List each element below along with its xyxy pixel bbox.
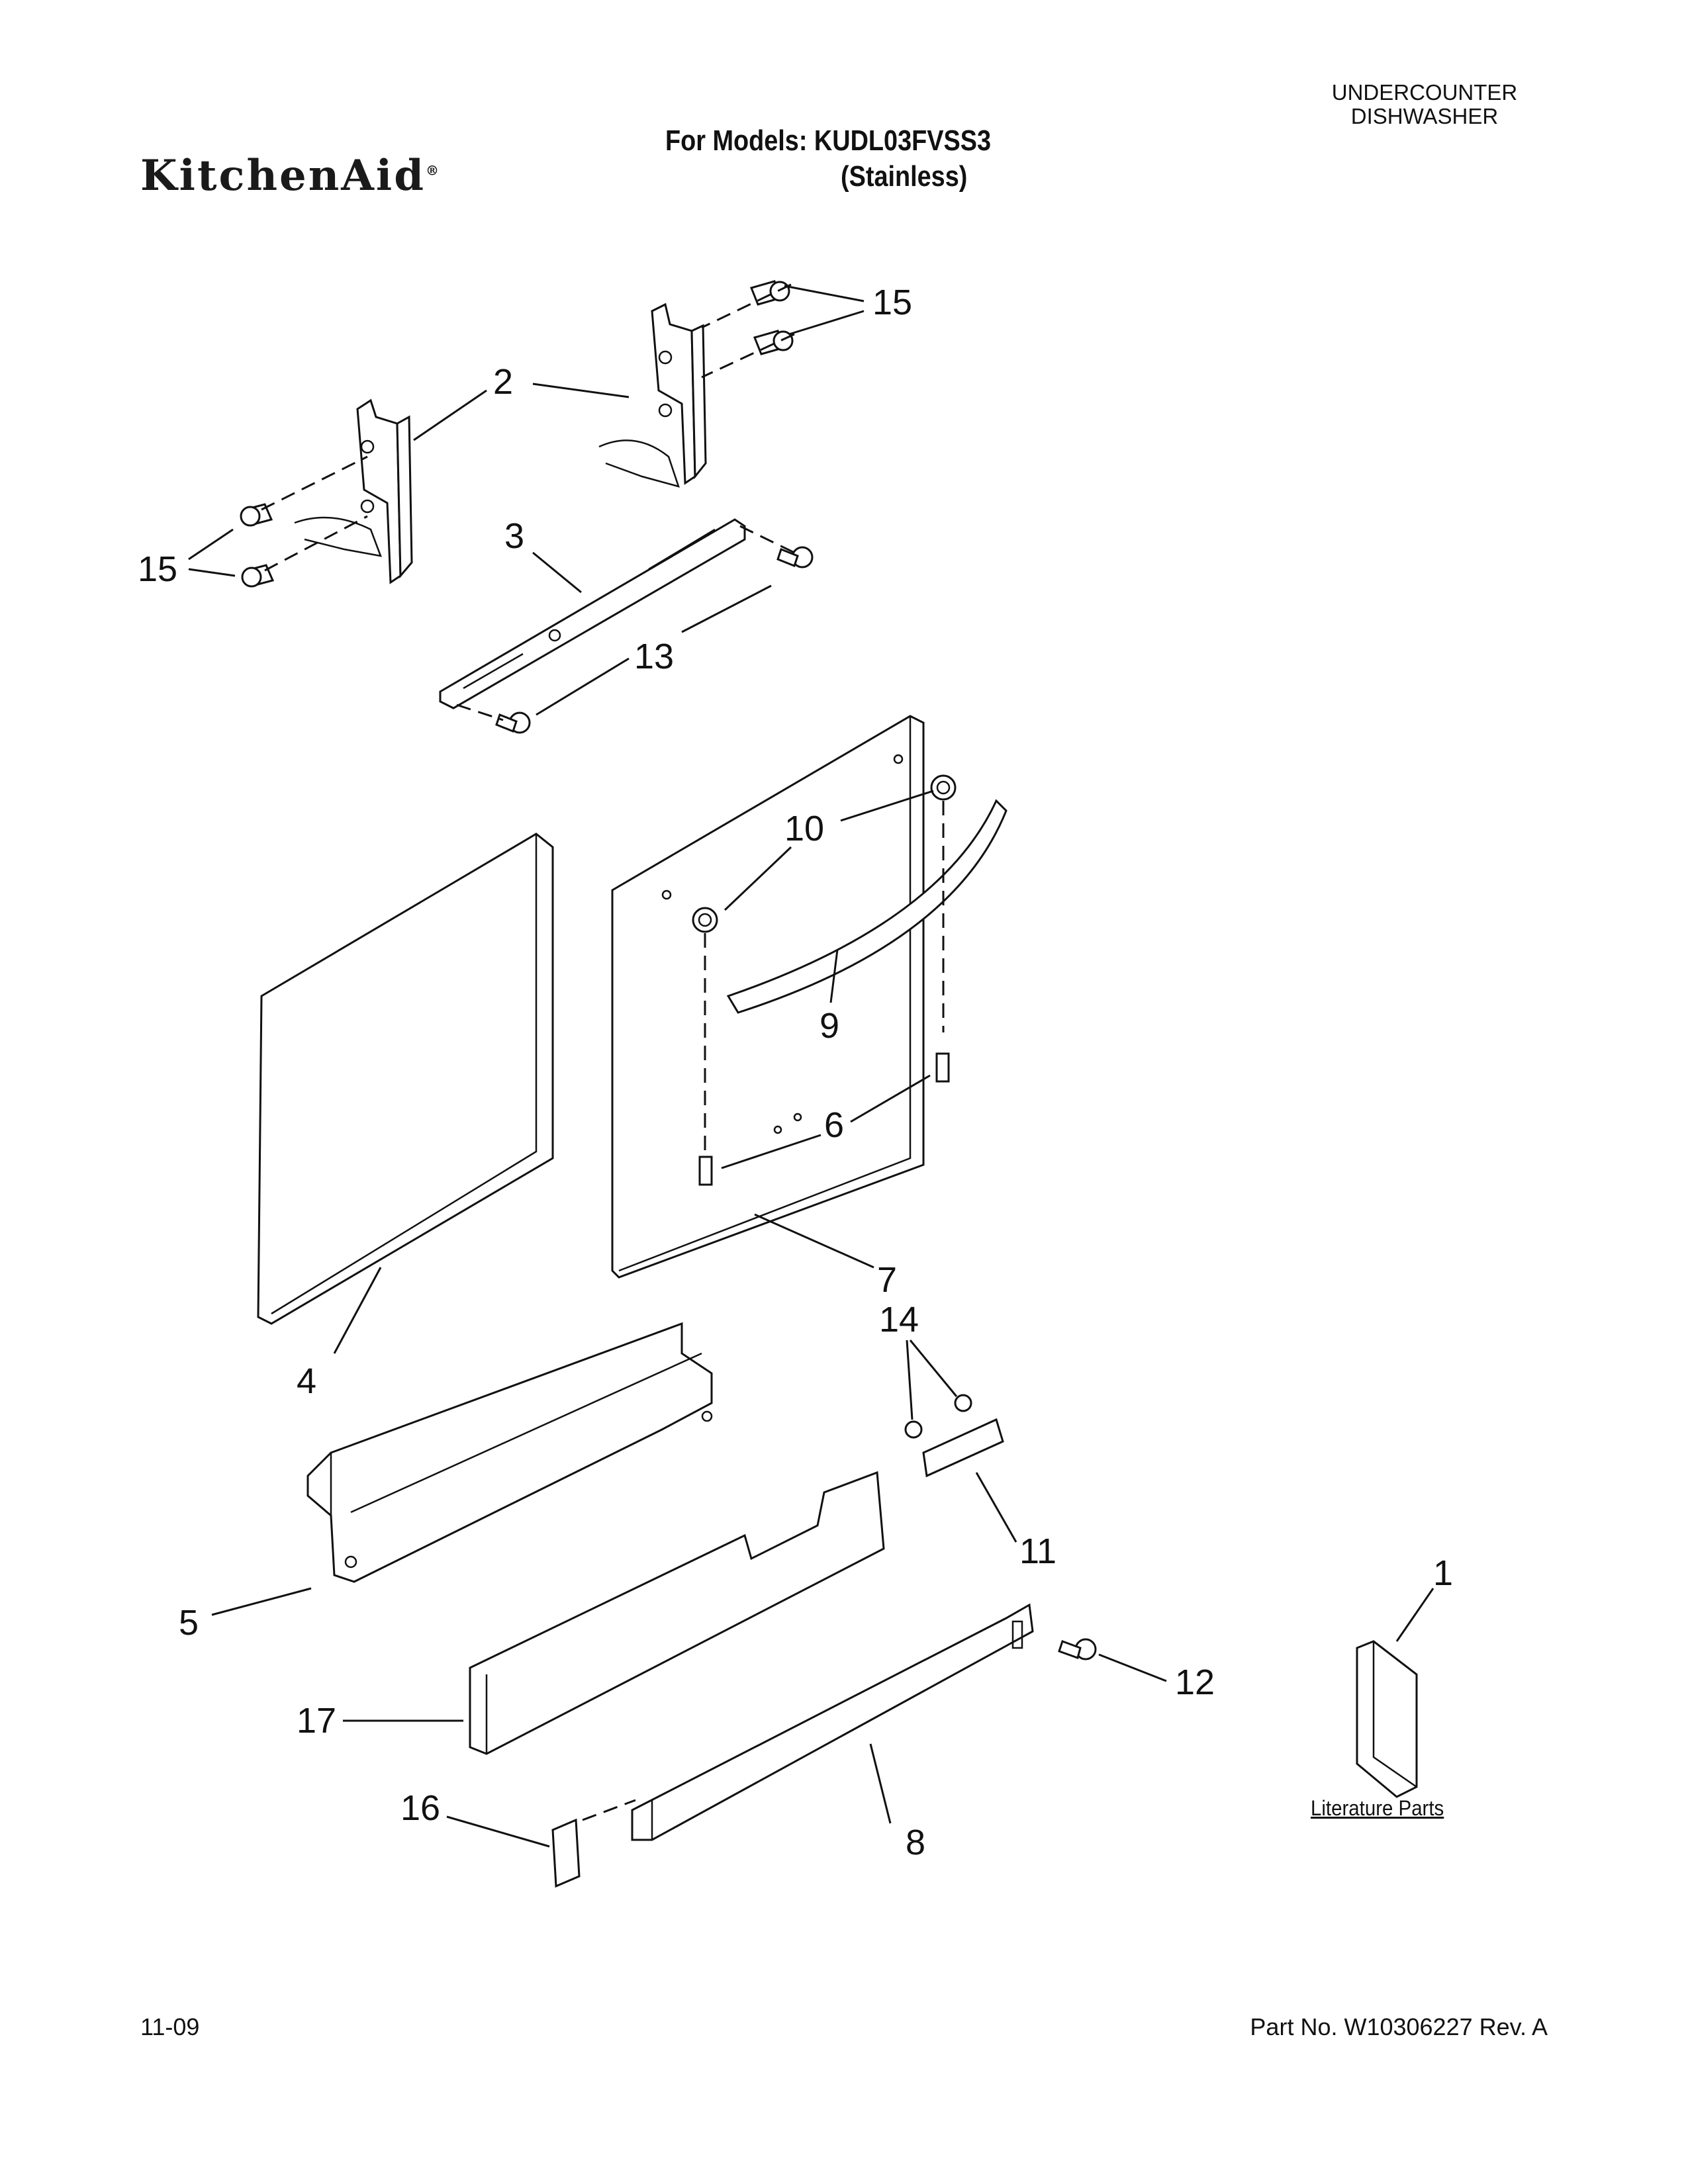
leader-14-b <box>909 1340 958 1397</box>
door-insulation-panel <box>257 833 554 1325</box>
leader-15-upper-b <box>788 310 865 336</box>
leader-7 <box>754 1213 874 1269</box>
callout-11: 11 <box>1019 1531 1056 1571</box>
callout-6: 6 <box>824 1105 844 1145</box>
leader-15-lower-b <box>188 568 236 577</box>
callout-4: 4 <box>297 1361 316 1401</box>
toe-kick-panel <box>631 1603 1034 1841</box>
category-line-2: DISHWASHER <box>1350 104 1499 128</box>
callout-13: 13 <box>634 637 674 676</box>
callout-9: 9 <box>820 1006 839 1046</box>
brand-name: KitchenAid <box>140 151 426 201</box>
leader-2-left <box>413 389 487 441</box>
leader-4 <box>333 1267 382 1354</box>
brand-logo: KitchenAid® <box>140 151 439 201</box>
leader-13-left <box>536 657 630 716</box>
handle-standoff-left <box>692 907 718 933</box>
leader-6-right <box>850 1074 931 1123</box>
callout-2: 2 <box>493 362 513 402</box>
callout-14: 14 <box>879 1300 919 1340</box>
callout-8: 8 <box>906 1823 925 1862</box>
leader-8 <box>869 1743 892 1824</box>
toe-insulation-block <box>469 1471 885 1755</box>
toe-bracket <box>922 1418 1004 1478</box>
leader-14-a <box>906 1340 914 1420</box>
lower-panel-frame <box>306 1322 713 1583</box>
callout-17: 17 <box>297 1701 336 1741</box>
stud-6-right <box>935 1052 950 1083</box>
screw-15-upper-2 <box>753 330 794 355</box>
left-mounting-bracket <box>294 398 413 584</box>
leader-16 <box>446 1815 550 1848</box>
callout-7: 7 <box>877 1260 897 1300</box>
nut-14-right <box>954 1394 972 1412</box>
callout-5: 5 <box>179 1603 199 1643</box>
right-mounting-bracket <box>598 302 707 488</box>
leader-11 <box>975 1472 1017 1543</box>
callout-12: 12 <box>1175 1662 1215 1702</box>
leader-10-left <box>724 846 792 911</box>
leader-10-right <box>840 790 934 822</box>
nut-14-left <box>904 1420 923 1439</box>
leader-2-right <box>532 383 630 398</box>
callout-15-upper: 15 <box>872 283 912 322</box>
leader-15-upper-a <box>784 285 865 302</box>
leader-6-left <box>721 1134 821 1169</box>
screw-12 <box>1058 1638 1097 1661</box>
screw-13-right <box>776 546 814 569</box>
callout-1: 1 <box>1433 1553 1453 1593</box>
clip-16 <box>551 1818 581 1888</box>
callout-16: 16 <box>400 1788 440 1828</box>
leader-1 <box>1395 1588 1434 1642</box>
screw-15-lower-1 <box>240 503 273 527</box>
support-rail <box>439 518 746 709</box>
leader-15-lower-a <box>188 528 234 561</box>
leader-3 <box>532 551 582 594</box>
category-line-1: UNDERCOUNTER <box>1331 80 1518 105</box>
callout-3: 3 <box>504 516 524 556</box>
door-handle <box>726 799 1008 1014</box>
literature-booklet <box>1356 1640 1418 1798</box>
screw-13-left <box>495 711 531 734</box>
callout-15-lower: 15 <box>138 549 177 589</box>
handle-standoff-right <box>930 774 957 801</box>
leader-12 <box>1098 1653 1167 1682</box>
model-variant: (Stainless) <box>841 160 968 193</box>
callout-10: 10 <box>784 809 824 848</box>
stud-6-left <box>698 1156 713 1186</box>
leader-13-right <box>681 584 772 633</box>
part-number: Part No. W10306227 Rev. A <box>1250 2013 1548 2040</box>
literature-parts-label: Literature Parts <box>1311 1796 1444 1820</box>
leader-9 <box>829 949 839 1003</box>
appliance-category: UNDERCOUNTER DISHWASHER <box>1305 81 1544 128</box>
revision-date: 11-09 <box>140 2013 200 2040</box>
screw-15-upper-1 <box>749 280 790 306</box>
models-line: For Models: KUDL03FVSS3 <box>665 124 992 157</box>
leader-5 <box>211 1587 312 1616</box>
